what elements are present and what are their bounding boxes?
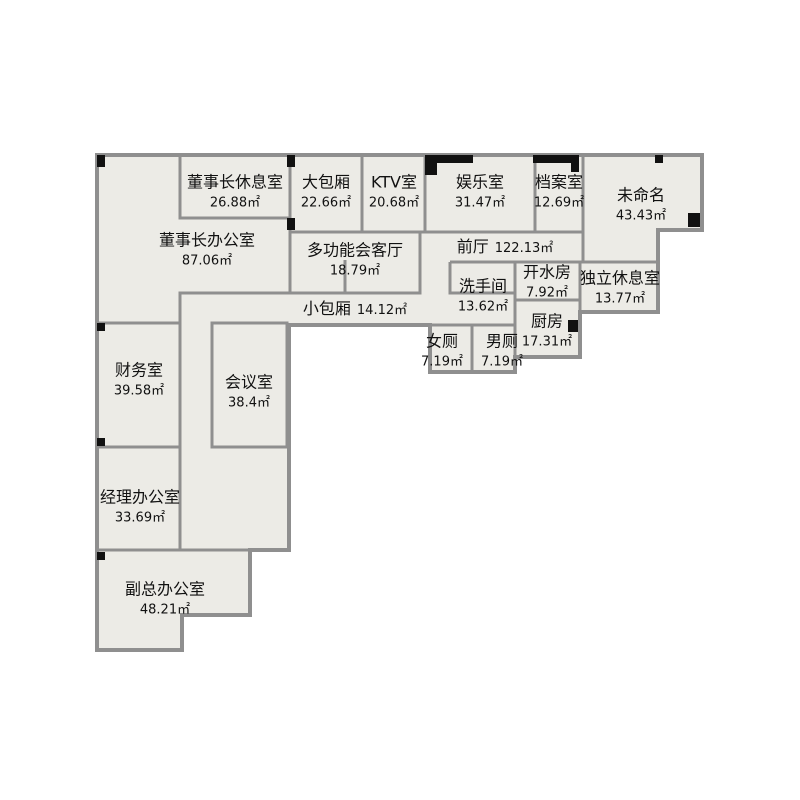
- room-area: 7.19㎡: [421, 354, 463, 370]
- room-label: 董事长办公室 87.06㎡: [158, 230, 256, 269]
- room-label: 大包厢 22.66㎡: [300, 172, 352, 211]
- room-area: 38.4㎡: [228, 395, 270, 411]
- room-name: 小包厢: [302, 299, 351, 318]
- room-label: KTV室 20.68㎡: [368, 172, 420, 211]
- room-name: 经理办公室: [99, 487, 181, 507]
- room-label: 开水房 7.92㎡: [522, 262, 572, 301]
- room-label: 洗手间 13.62㎡: [457, 276, 509, 315]
- wall-lines: [97, 155, 658, 552]
- room-label: 经理办公室 33.69㎡: [99, 487, 181, 526]
- room-label: 档案室 12.69㎡: [533, 172, 585, 211]
- room-label: 独立休息室 13.77㎡: [579, 268, 661, 307]
- pillar: [571, 162, 579, 172]
- room-area: 48.21㎡: [139, 602, 191, 618]
- room-label: 会议室 38.4㎡: [224, 372, 274, 411]
- room-name: 大包厢: [301, 172, 350, 192]
- room-name: 男厕: [485, 331, 519, 351]
- room-name: 财务室: [114, 360, 163, 380]
- pillar: [97, 323, 105, 331]
- room-label: 厨房 17.31㎡: [521, 311, 573, 350]
- room-area: 12.69㎡: [533, 195, 585, 211]
- room-name: 独立休息室: [579, 268, 661, 288]
- room-label: 男厕 7.19㎡: [481, 331, 523, 370]
- room-name: 档案室: [534, 172, 583, 192]
- room-label: 女厕 7.19㎡: [421, 331, 463, 370]
- room-name: 前厅: [456, 237, 489, 256]
- pillar: [97, 155, 105, 167]
- room-name: 娱乐室: [455, 172, 504, 192]
- room-name: 董事长休息室: [186, 172, 284, 192]
- pillar: [568, 320, 578, 332]
- room-name: 厨房: [530, 311, 563, 331]
- pillar: [287, 218, 295, 230]
- room-name: 副总办公室: [124, 579, 206, 599]
- room-area: 14.12㎡: [356, 303, 408, 318]
- pillar: [425, 155, 437, 175]
- room-area: 20.68㎡: [368, 195, 420, 211]
- room-label: 财务室 39.58㎡: [113, 360, 165, 399]
- room-name: KTV室: [371, 172, 417, 192]
- room-area: 122.13㎡: [494, 241, 554, 256]
- room-area: 18.79㎡: [329, 263, 381, 279]
- room-label: 副总办公室 48.21㎡: [124, 579, 206, 618]
- room-area: 22.66㎡: [300, 195, 352, 211]
- room-name: 开水房: [522, 262, 572, 282]
- room-area: 31.47㎡: [454, 195, 506, 211]
- room-name: 多功能会客厅: [306, 240, 404, 260]
- pillar: [97, 552, 105, 560]
- room-area: 33.69㎡: [114, 510, 166, 526]
- room-name: 董事长办公室: [158, 230, 256, 250]
- room-name: 会议室: [224, 372, 274, 392]
- pillar: [97, 438, 105, 446]
- outer-floor: [95, 153, 704, 652]
- room-area: 7.19㎡: [481, 354, 523, 370]
- room-area: 43.43㎡: [615, 208, 667, 224]
- room-name: 女厕: [425, 331, 459, 351]
- room-label: 娱乐室 31.47㎡: [454, 172, 506, 211]
- room-area: 26.88㎡: [209, 195, 261, 211]
- room-area: 87.06㎡: [181, 253, 233, 269]
- pillar: [437, 155, 473, 163]
- room-label: 未命名 43.43㎡: [615, 185, 667, 224]
- room-area: 13.77㎡: [594, 291, 646, 307]
- room-label: 多功能会客厅 18.79㎡: [306, 240, 404, 279]
- room-name: 洗手间: [458, 276, 507, 296]
- room-area: 13.62㎡: [457, 299, 509, 315]
- room-label: 董事长休息室 26.88㎡: [186, 172, 284, 211]
- pillar: [287, 155, 295, 167]
- pillar: [655, 155, 663, 163]
- pillar: [533, 155, 579, 163]
- room-label: 小包厢 14.12㎡: [302, 299, 408, 318]
- pillar: [688, 213, 700, 227]
- room-area: 7.92㎡: [526, 285, 568, 301]
- room-label: 前厅 122.13㎡: [456, 237, 554, 256]
- room-area: 39.58㎡: [113, 383, 165, 399]
- room-area: 17.31㎡: [521, 334, 573, 350]
- room-name: 未命名: [616, 185, 665, 205]
